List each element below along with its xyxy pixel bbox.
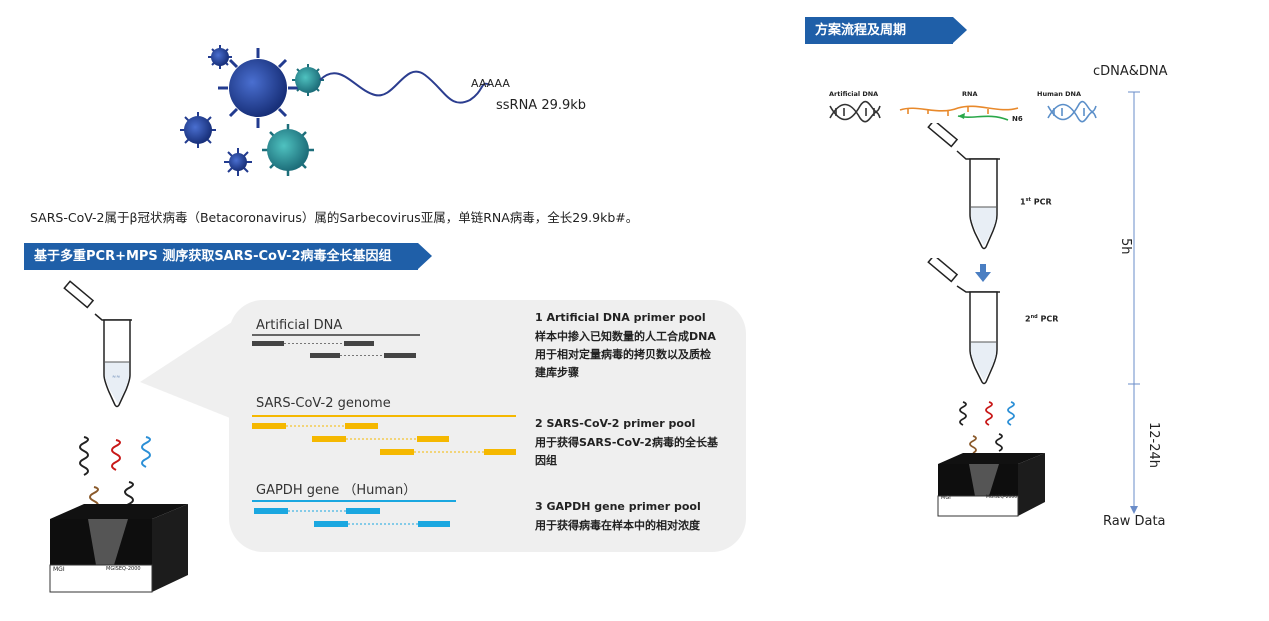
pcr-1st-num: 1 [1020,197,1026,207]
pool-1-title: 1 Artificial DNA primer pool [535,311,706,324]
artificial-dna-amplicons [252,334,420,358]
gapdh-gene-label: GAPDH gene （Human） [256,483,417,498]
artificial-dna-small-label: Artificial DNA [829,90,879,98]
callout-pointer [140,320,235,420]
pcr-1st-tail: PCR [1030,197,1052,207]
pool-1-line-2: 用于相对定量病毒的拷贝数以及质检 [535,348,711,361]
sequencer-left-model: MGISEQ-2000 [106,566,141,572]
sequencer-right [937,453,1045,517]
nucleic-acid-inputs [829,100,1097,123]
sars-genome-label: SARS-CoV-2 genome [256,396,391,411]
ssrna-wave [319,70,491,104]
pcr-tube-2nd [927,258,1000,385]
virus-blue-bottom [224,148,252,176]
sars-genome-amplicons [252,415,516,455]
section-banner-right: 方案流程及周期 [805,17,967,44]
pool-3-line-1: 用于获得病毒在样本中的相对浓度 [535,519,700,532]
human-dna-helix-icon [1047,100,1097,123]
virus-large-blue [218,48,298,128]
virus-small-blue-top [208,45,232,69]
gapdh-amplicons [252,500,456,527]
pcr-tube-1st [927,123,1000,250]
sequencer-left-brand: MGI [53,566,65,573]
rna-strand-icon [899,105,1019,116]
human-dna-small-label: Human DNA [1037,90,1081,98]
pcr-1st-label: 1st PCR [1020,197,1052,207]
pcr-2nd-sup: nd [1030,314,1038,320]
pool-1-line-1: 样本中掺入已知数量的人工合成DNA [535,330,716,343]
virus-teal-large [262,124,314,176]
virus-description: SARS-CoV-2属于β冠状病毒（Betacoronavirus）属的Sarb… [30,210,639,225]
pool-3-description: 3 GAPDH gene primer pool 用于获得病毒在样本中的相对浓度 [535,500,701,535]
pool-2-line-2: 因组 [535,454,557,467]
timeline-axis [1128,91,1140,514]
virus-cluster-illustration [180,45,491,176]
pool-1-description: 1 Artificial DNA primer pool 样本中掺入已知数量的人… [535,311,716,382]
pool-1-line-3: 建库步骤 [535,366,579,379]
raw-data-label: Raw Data [1103,514,1166,529]
timeline-12-24h-label: 12-24h [1146,422,1161,469]
sequencer-left [49,504,188,593]
n6-label: N6 [1012,115,1023,123]
pcr-2nd-tail: PCR [1037,314,1059,324]
pcr-2nd-label: 2nd PCR [1025,314,1058,324]
section-banner-right-text: 方案流程及周期 [815,23,907,38]
svg-text:≈≈: ≈≈ [112,374,120,380]
sequencer-right-model: MGISEQ-2000 [986,495,1018,500]
virus-blue-left [180,112,216,148]
pcr-tube-left: ≈≈ [63,280,132,408]
pool-2-description: 2 SARS-CoV-2 primer pool 用于获得SARS-CoV-2病… [535,417,718,470]
polya-label: AAAAA [471,77,510,90]
virus-teal-small [292,64,324,96]
artificial-dna-helix-icon [829,100,881,123]
timeline-5h-label: 5h [1118,238,1133,255]
artificial-dna-label: Artificial DNA [256,318,343,333]
pool-2-title: 2 SARS-CoV-2 primer pool [535,417,696,430]
sequencer-right-brand: MGI [941,495,951,501]
section-banner-left-text: 基于多重PCR+MPS 测序获取SARS-CoV-2病毒全长基因组 [34,249,392,264]
cdna-dna-label: cDNA&DNA [1093,64,1168,79]
down-arrow-icon [975,264,991,282]
pool-3-title: 3 GAPDH gene primer pool [535,500,701,513]
library-coils-right [959,401,1015,454]
rna-small-label: RNA [962,90,978,98]
pcr-1st-sup: st [1025,197,1031,203]
section-banner-left: 基于多重PCR+MPS 测序获取SARS-CoV-2病毒全长基因组 [24,243,432,270]
ssrna-length-label: ssRNA 29.9kb [496,98,587,113]
pcr-2nd-num: 2 [1025,314,1031,324]
pool-2-line-1: 用于获得SARS-CoV-2病毒的全长基 [535,436,718,449]
